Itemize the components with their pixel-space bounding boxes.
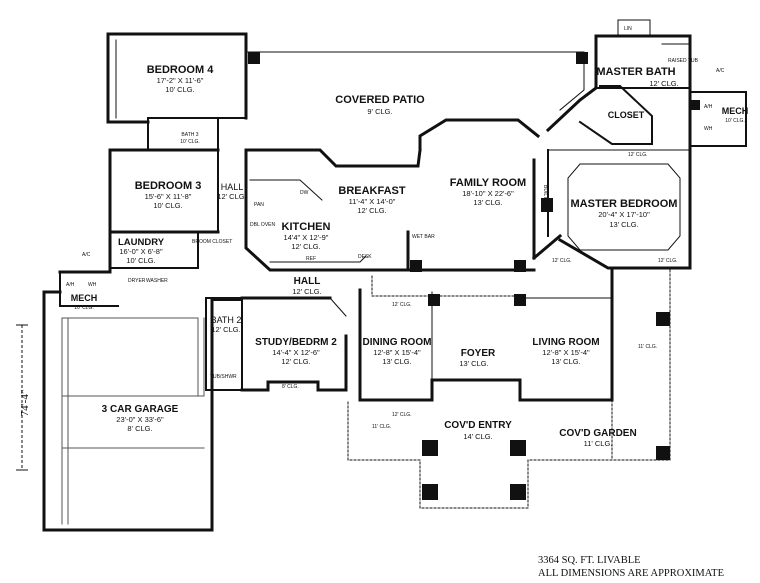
hall-upper-name: HALL bbox=[221, 182, 244, 192]
clg-note-6: 11' CLG. bbox=[372, 424, 391, 430]
overall-dimension-line bbox=[16, 324, 28, 471]
bath3-clg: 10' CLG. bbox=[180, 139, 200, 145]
broom-label: BROOM CLOSET bbox=[192, 239, 232, 245]
covered-patio-name: COVERED PATIO bbox=[335, 94, 425, 106]
family-room-name: FAMILY ROOM bbox=[450, 177, 526, 189]
master-bath-name: MASTER BATH bbox=[596, 66, 675, 78]
ac-label: A/C bbox=[82, 252, 91, 258]
family-room-dims: 18'-10" X 22'-6" bbox=[462, 189, 514, 198]
study-clg: 12' CLG. bbox=[281, 357, 310, 366]
mech-right-clg: 10' CLG. bbox=[725, 118, 745, 124]
kitchen-name: KITCHEN bbox=[282, 221, 331, 233]
garage-clg: 8' CLG. bbox=[127, 424, 152, 433]
master-bath-clg: 12' CLG. bbox=[649, 79, 678, 88]
covd-garden-name: COV'D GARDEN bbox=[559, 428, 636, 439]
bedroom3-dims: 15'-6" X 11'-8" bbox=[145, 192, 192, 201]
study-dims: 14'-4" X 12'-6" bbox=[272, 348, 320, 357]
bedroom4-name: BEDROOM 4 bbox=[147, 64, 215, 76]
garage-name: 3 CAR GARAGE bbox=[102, 404, 179, 415]
master-bedroom-clg: 13' CLG. bbox=[609, 220, 638, 229]
covd-entry-clg: 14' CLG. bbox=[463, 432, 492, 441]
study-name: STUDY/BEDRM 2 bbox=[255, 337, 337, 348]
clg-note-2: 12' CLG. bbox=[628, 152, 648, 158]
living-room-clg: 13' CLG. bbox=[551, 357, 580, 366]
hall-upper-clg: 12' CLG. bbox=[217, 192, 246, 201]
master-bedroom-dims: 20'-4" X 17'-10" bbox=[598, 210, 650, 219]
overall-dimension: 74'-4" bbox=[19, 390, 31, 417]
foyer-name: FOYER bbox=[461, 348, 496, 359]
hall-lower-name: HALL bbox=[294, 276, 321, 287]
area-note: 3364 SQ. FT. LIVABLE bbox=[538, 555, 641, 566]
fixture-labels: DW REF DESK DBL OVEN PAN WET BAR BUILT-I… bbox=[66, 26, 725, 380]
mech-left-clg: 10' CLG. bbox=[74, 305, 94, 311]
living-room-name: LIVING ROOM bbox=[532, 337, 599, 348]
dining-room-dims: 12'-8" X 15'-4" bbox=[373, 348, 421, 357]
garage-dims: 23'-0" X 33'-6" bbox=[116, 415, 164, 424]
oven-label: DBL OVEN bbox=[250, 222, 275, 228]
covered-patio-clg: 9' CLG. bbox=[367, 107, 392, 116]
lin-label: LIN bbox=[624, 26, 632, 32]
laundry-clg: 10' CLG. bbox=[126, 256, 155, 265]
clg-note-7: 8' CLG. bbox=[282, 384, 299, 390]
dryer-label: DRYER bbox=[128, 278, 146, 284]
dining-room-clg: 13' CLG. bbox=[382, 357, 411, 366]
living-room-dims: 12'-8" X 15'-4" bbox=[542, 348, 590, 357]
mech-left-name: MECH bbox=[71, 293, 98, 303]
walls bbox=[42, 19, 747, 532]
clg-note-5: 11' CLG. bbox=[638, 344, 657, 350]
family-room-clg: 13' CLG. bbox=[473, 198, 502, 207]
pantry-label: PAN bbox=[254, 202, 264, 208]
dw-label: DW bbox=[300, 190, 309, 196]
bedroom3-clg: 10' CLG. bbox=[153, 201, 182, 210]
bedroom4-dims: 17'-2" X 11'-6" bbox=[157, 76, 204, 85]
room-labels: BEDROOM 4 17'-2" X 11'-6" 10' CLG. COVER… bbox=[71, 64, 749, 448]
bedroom4-clg: 10' CLG. bbox=[165, 85, 194, 94]
kitchen-dims: 14'4" X 12'-9" bbox=[284, 233, 329, 242]
mech-right-name: MECH bbox=[722, 106, 749, 116]
columns bbox=[248, 52, 700, 500]
clg-note-8: 12' CLG. bbox=[392, 412, 412, 418]
clg-note-1: 12' CLG. bbox=[392, 302, 412, 308]
tub-label: TUB/SHWR bbox=[210, 374, 237, 380]
dimensions-note: ALL DIMENSIONS ARE APPROXIMATE bbox=[538, 568, 724, 579]
hall-lower-clg: 12' CLG. bbox=[292, 287, 321, 296]
wet-bar-label: WET BAR bbox=[412, 234, 435, 240]
clg-note-3: 12' CLG. bbox=[658, 258, 678, 264]
ceiling-notes: 12' CLG. 12' CLG. 12' CLG. 12' CLG. 11' … bbox=[282, 152, 678, 430]
ah-label: A/H bbox=[704, 104, 713, 110]
breakfast-dims: 11'-4" X 14'-0" bbox=[349, 197, 396, 206]
covd-entry-name: COV'D ENTRY bbox=[444, 420, 512, 431]
ah-left-label: A/H bbox=[66, 282, 75, 288]
bath3-name: BATH 3 bbox=[181, 132, 198, 138]
breakfast-clg: 12' CLG. bbox=[357, 206, 386, 215]
built-ins-label: BUILT-INS bbox=[542, 185, 548, 209]
kitchen-clg: 12' CLG. bbox=[291, 242, 320, 251]
clg-note-4: 12' CLG. bbox=[552, 258, 572, 264]
wh-left-label: WH bbox=[88, 282, 97, 288]
laundry-name: LAUNDRY bbox=[118, 237, 165, 248]
desk-label: DESK bbox=[358, 254, 372, 260]
washer-label: WASHER bbox=[146, 278, 168, 284]
closet-name: CLOSET bbox=[608, 110, 645, 120]
wh-label: WH bbox=[704, 126, 713, 132]
ref-label: REF bbox=[306, 256, 316, 262]
covd-garden-clg: 11' CLG. bbox=[584, 439, 613, 448]
laundry-dims: 16'-0" X 6'-8" bbox=[119, 247, 163, 256]
master-bedroom-name: MASTER BEDROOM bbox=[571, 198, 678, 210]
breakfast-name: BREAKFAST bbox=[338, 185, 406, 197]
bath2-clg: 12' CLG. bbox=[211, 325, 240, 334]
dining-room-name: DINING ROOM bbox=[363, 337, 432, 348]
raised-tub-label: RAISED TUB bbox=[668, 58, 699, 64]
bedroom3-name: BEDROOM 3 bbox=[135, 180, 202, 192]
ac-right-label: A/C bbox=[716, 68, 725, 74]
foyer-clg: 13' CLG. bbox=[459, 359, 488, 368]
bath2-name: BATH 2 bbox=[211, 315, 242, 325]
